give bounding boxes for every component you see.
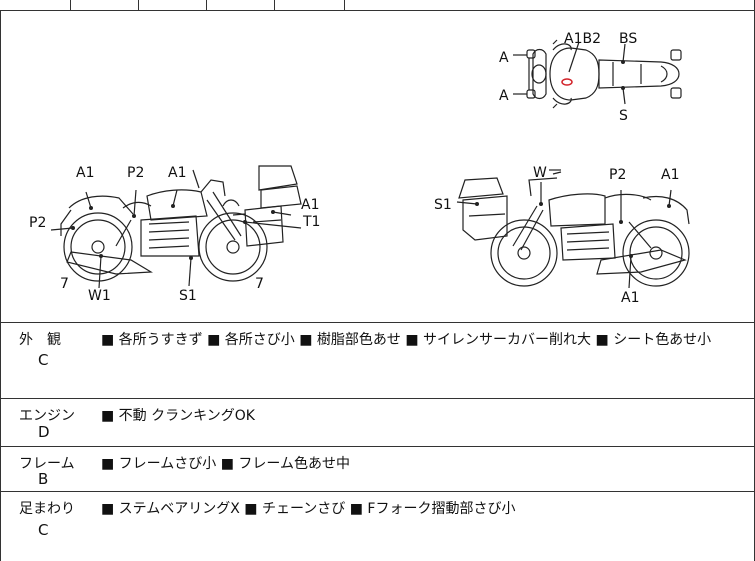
row-grade: D	[38, 423, 50, 441]
row-suspension: 足まわり C ■ ステムベアリングX ■ チェーンさび ■ Fフォーク摺動部さび…	[0, 492, 755, 561]
damage-diagram-panel: A A A1B2 BS S A1 P2 A1 A1 T1 P2 7 W1 S1 …	[0, 10, 755, 323]
label-left-A1-rear: A1	[76, 165, 94, 181]
row-grade: C	[38, 351, 49, 369]
row-grade: B	[38, 470, 49, 488]
row-category: フレーム	[19, 456, 75, 472]
row-items: ■ 不動 クランキングOK	[101, 408, 255, 424]
row-frame: フレーム B ■ フレームさび小 ■ フレーム色あせ中	[0, 447, 755, 492]
row-exterior: 外 観 C ■ 各所うすきず ■ 各所さび小 ■ 樹脂部色あせ ■ サイレンサー…	[0, 323, 755, 399]
label-top-A1B2: A1B2	[564, 31, 601, 47]
top-view-motorcycle	[526, 39, 682, 109]
label-left-P2-seat: P2	[127, 165, 144, 181]
label-top-S: S	[619, 108, 628, 124]
row-engine: エンジン D ■ 不動 クランキングOK	[0, 399, 755, 447]
label-right-A1-bottom: A1	[621, 290, 639, 306]
row-category: 外 観	[19, 332, 61, 348]
label-right-S1: S1	[434, 197, 452, 213]
label-left-A1-box: A1	[301, 197, 319, 213]
label-top-A-upper: A	[499, 50, 509, 66]
motorcycle-diagram: A A A1B2 BS S A1 P2 A1 A1 T1 P2 7 W1 S1 …	[29, 31, 690, 306]
right-view-motorcycle	[458, 171, 690, 287]
label-left-P2-side: P2	[29, 215, 46, 231]
row-category: エンジン	[19, 408, 75, 424]
label-left-A1-tank: A1	[168, 165, 186, 181]
label-left-7-rear: 7	[60, 276, 69, 292]
row-items: ■ 各所うすきず ■ 各所さび小 ■ 樹脂部色あせ ■ サイレンサーカバー削れ大…	[101, 332, 712, 348]
label-right-A1-top: A1	[661, 167, 679, 183]
row-category: 足まわり	[19, 501, 75, 517]
label-left-T1: T1	[302, 214, 320, 230]
label-right-W: W	[533, 165, 547, 181]
label-top-BS: BS	[619, 31, 637, 47]
row-grade: C	[38, 521, 49, 539]
label-top-A-lower: A	[499, 88, 509, 104]
label-right-P2: P2	[609, 167, 626, 183]
label-left-S1: S1	[179, 288, 197, 304]
row-items: ■ ステムベアリングX ■ チェーンさび ■ Fフォーク摺動部さび小	[101, 501, 516, 517]
label-left-7-front: 7	[255, 276, 264, 292]
left-view-motorcycle	[60, 165, 302, 282]
damage-marker-red	[561, 78, 573, 86]
row-items: ■ フレームさび小 ■ フレーム色あせ中	[101, 456, 350, 472]
label-left-W1: W1	[88, 288, 111, 304]
